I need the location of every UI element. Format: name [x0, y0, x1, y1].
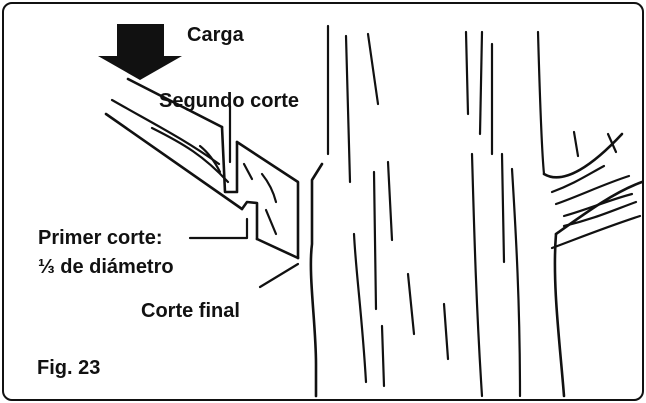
trunk-bark-line	[536, 30, 546, 176]
limb-top-to-trunk	[235, 140, 300, 260]
limb-bark-line	[198, 144, 222, 174]
figure-caption: Fig. 23	[37, 357, 101, 379]
second-cut-label: Segundo corte	[159, 90, 300, 112]
trunk-right-edge	[553, 232, 566, 398]
tree-limb-illustration	[98, 24, 642, 398]
first-cut-leader	[188, 217, 249, 240]
trunk-bark-line	[606, 132, 618, 154]
branch-bark-line	[562, 200, 638, 228]
first-cut-label-line1: Primer corte:	[38, 227, 163, 249]
trunk-bark-line	[572, 130, 580, 158]
trunk-bark-line	[478, 30, 484, 136]
trunk-bark-line	[470, 152, 484, 398]
first-cut-notch	[240, 200, 259, 241]
first-cut-label-line2: ⅓ de diámetro	[38, 256, 174, 278]
limb-lower-edge	[104, 112, 244, 211]
trunk-bark-line	[380, 324, 386, 388]
trunk-bark-line	[366, 32, 380, 106]
final-cut-label: Corte final	[141, 300, 240, 322]
trunk-bark-line	[510, 167, 522, 398]
limb-bark-line	[242, 162, 254, 181]
trunk-bark-line	[372, 170, 378, 311]
limb-upper-edge	[126, 77, 224, 129]
trunk-bark-line	[344, 34, 352, 184]
branch-edge	[554, 180, 642, 236]
final-cut-leader	[258, 262, 300, 289]
branch-bark-line	[554, 174, 631, 206]
trunk-bark-line	[464, 30, 470, 116]
branch-bark-line	[550, 164, 606, 194]
branch-bark-line	[550, 214, 642, 250]
trunk-bark-line	[386, 160, 394, 242]
load-arrow-icon	[98, 24, 182, 80]
limb-bark-line	[260, 172, 278, 204]
limb-bark-line	[264, 208, 278, 236]
load-label: Carga	[187, 24, 244, 46]
trunk-bark-line	[406, 272, 416, 336]
trunk-bark-line	[500, 152, 506, 264]
second-cut-notch	[220, 125, 239, 194]
branch-bark-line	[562, 192, 634, 218]
trunk-bark-line	[352, 232, 368, 384]
limb-bark-line	[110, 98, 221, 166]
limb-bark-line	[150, 126, 230, 184]
trunk-left-edge	[309, 162, 324, 398]
limb-underside	[255, 237, 300, 260]
trunk-bark-line	[442, 302, 450, 361]
